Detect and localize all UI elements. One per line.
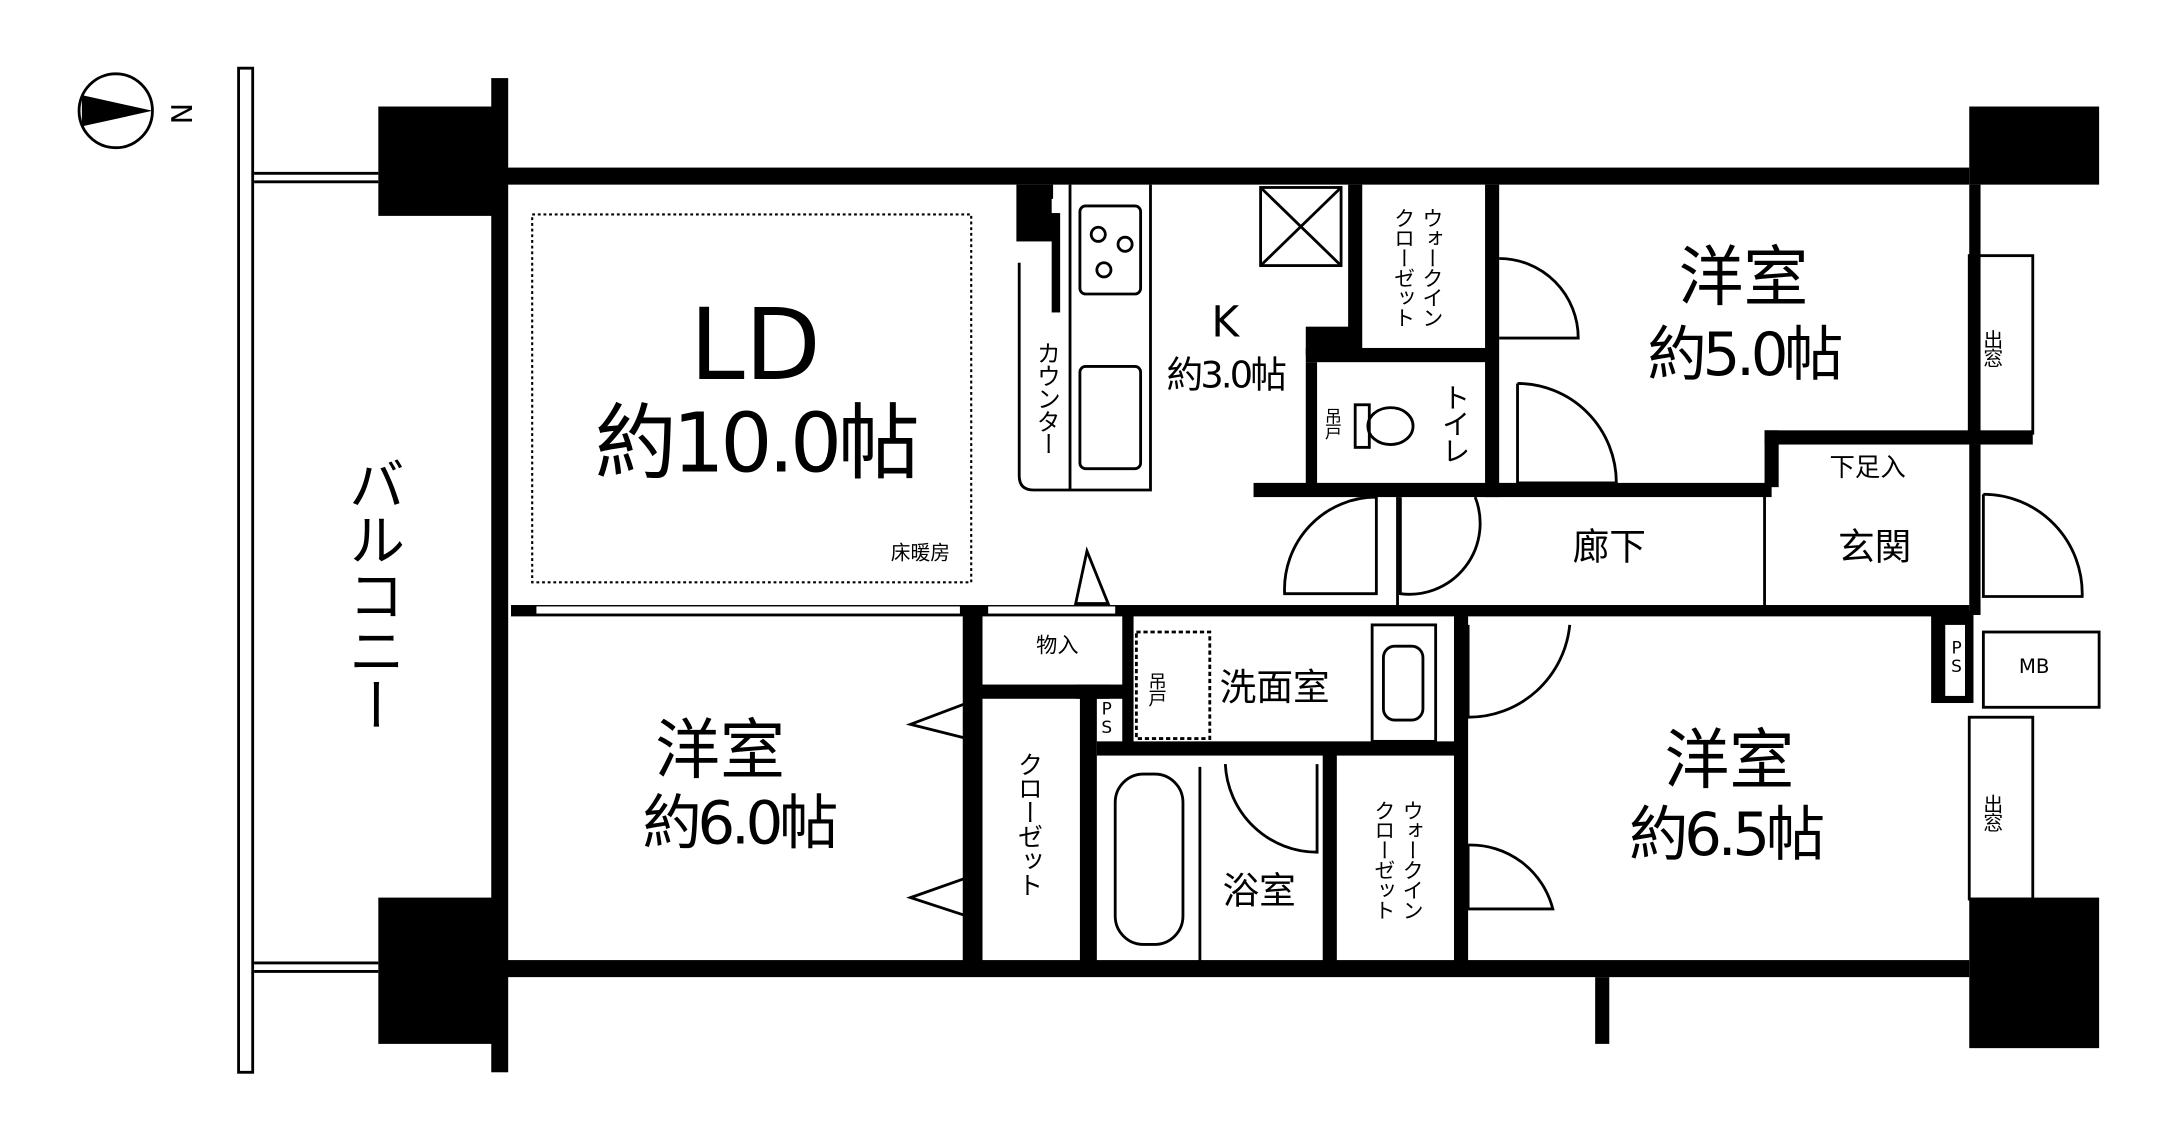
balcony-rail [237,66,255,1074]
sink [1078,365,1143,471]
meter-box-label: MB [2018,656,2050,679]
western-south-name: 洋室 [1664,721,1795,799]
closet-label: クローゼット [1013,751,1044,897]
storage-label: 物入 [1036,632,1079,659]
bay-window-2-label: 出窓 [1980,793,2004,831]
pipe-space-label: PS [1027,194,1048,232]
ld-size: 約10.0帖 [594,394,920,492]
wic1-line1: ウォークイン [1419,207,1445,327]
toilet-label: トイレ [1437,382,1471,464]
wic2-line1: ウォークイン [1399,799,1426,919]
bathtub [1113,772,1185,946]
compass-north-label: N [163,102,198,125]
bay-window-1-label: 出窓 [1980,329,2004,367]
western-north-size: 約5.0帖 [1647,319,1844,390]
pipe-space-label: PS [1946,637,1967,675]
counter-label: カウンター [1031,340,1060,455]
floor-heating-label: 床暖房 [890,542,951,566]
hanging-cabinet-label: 吊戸 [1144,671,1166,706]
hallway-label: 廊下 [1572,526,1646,570]
western-south-size: 約6.5帖 [1629,799,1825,870]
ld-name: LD [689,286,821,404]
washroom-label: 洗面室 [1219,667,1330,711]
western-west-name: 洋室 [655,711,785,789]
pipe-space-label: PS [1326,334,1342,349]
western-north-name: 洋室 [1678,238,1809,316]
floor-heating-area [531,213,973,584]
wic2-line2: クローゼット [1371,799,1397,919]
pipe-space-label: PS [1096,698,1117,736]
north-arrow-icon [81,95,153,127]
shoe-storage-label: 下足入 [1829,453,1906,483]
kitchen-size: 約3.0帖 [1166,355,1287,398]
bathroom-label: 浴室 [1222,870,1296,914]
kitchen-name: K [1211,298,1240,348]
stove [1078,204,1143,296]
walls [378,78,2100,1073]
entrance-label: 玄関 [1837,526,1912,570]
wic1-line2: クローゼット [1391,207,1417,327]
balcony-label: バルコニー [338,455,404,733]
hanging-cabinet-label: 吊戸 [1322,407,1343,439]
western-west-size: 約6.0帖 [642,788,838,858]
